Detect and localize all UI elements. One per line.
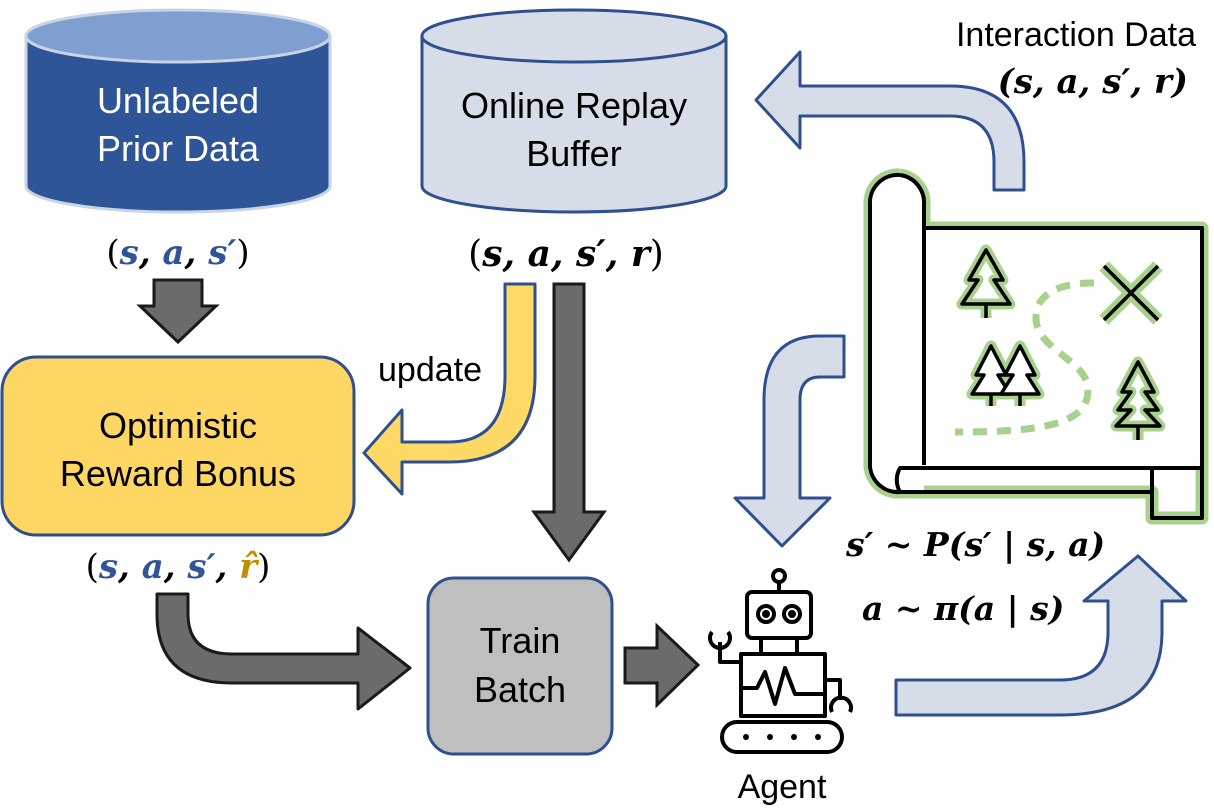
replay-buffer-label-line1: Online Replay <box>461 85 687 126</box>
agent-to-env-arrow <box>894 554 1188 717</box>
train-batch-label-line2: Batch <box>474 669 566 710</box>
buffer-tuple: (s, a, s′, r) <box>468 233 664 275</box>
train-batch-box <box>426 576 614 756</box>
replay-buffer-label-line2: Buffer <box>526 133 621 174</box>
buffer-to-batch-arrow <box>531 282 607 563</box>
interaction-to-buffer-arrow <box>754 50 1026 192</box>
reward-bonus-box <box>0 355 356 537</box>
prior-data-cylinder-top <box>24 8 332 64</box>
prior-to-bonus-arrow <box>136 278 220 345</box>
policy-equation: a ~ π(a | s) <box>862 589 1064 628</box>
prior-data-cylinder-icon <box>24 36 332 214</box>
bonus-to-batch-arrow <box>155 592 412 711</box>
batch-to-agent-arrow <box>623 622 701 709</box>
tree-icon <box>956 244 1016 318</box>
reward-bonus-label-line2: Reward Bonus <box>60 453 296 494</box>
reward-bonus-node: Optimistic Reward Bonus <box>0 355 356 537</box>
agent-label: Agent <box>738 768 827 806</box>
prior-data-label-line2: Prior Data <box>97 128 260 169</box>
treasure-map-icon <box>863 168 1209 525</box>
interaction-data-title: Interaction Data <box>956 16 1196 54</box>
env-to-agent-arrow <box>733 334 846 548</box>
update-label: update <box>378 351 482 389</box>
replay-buffer-node: Online Replay Buffer <box>420 8 728 214</box>
train-batch-node: Train Batch <box>426 576 614 756</box>
interaction-tuple: (s, a, s′, r) <box>998 62 1188 102</box>
reward-bonus-label-line1: Optimistic <box>99 405 257 446</box>
agent-robot-icon <box>708 568 853 754</box>
prior-tuple: (s, a, s′) <box>106 233 249 273</box>
train-batch-label-line1: Train <box>480 620 561 661</box>
prior-data-node: Unlabeled Prior Data <box>24 8 332 214</box>
update-arrow <box>362 282 537 496</box>
replay-buffer-cylinder-icon <box>420 36 728 214</box>
prior-data-label-line1: Unlabeled <box>97 80 259 121</box>
tree-icon <box>1110 356 1166 440</box>
x-mark-icon <box>1099 261 1163 325</box>
replay-buffer-cylinder-top <box>420 8 728 64</box>
bonus-tuple: (s, a, s′, r̂) <box>86 547 271 587</box>
transition-equation: s′ ~ P(s′ | s, a) <box>845 525 1105 564</box>
tree-icon <box>966 340 1045 406</box>
